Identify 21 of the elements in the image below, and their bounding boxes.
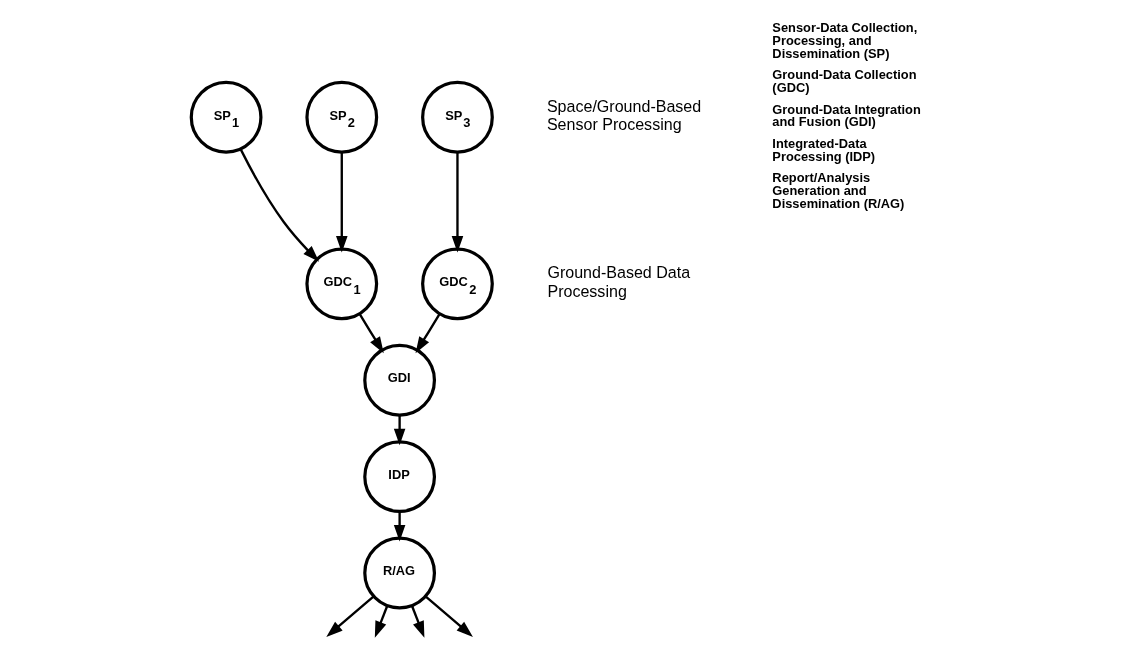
label: Integrated-Data Processing (IDP) bbox=[771, 135, 875, 164]
arrow bbox=[393, 511, 405, 542]
label: Ground-Data Collection (GDC) bbox=[771, 67, 917, 96]
label: Space/Ground-Based Sensor Processing bbox=[546, 96, 701, 134]
label: Report/Analysis Generation and Dissemination (R/AG) bbox=[771, 170, 904, 211]
arrow bbox=[374, 605, 388, 638]
arrow bbox=[393, 415, 405, 446]
arrow bbox=[451, 152, 463, 253]
arrow bbox=[325, 595, 374, 637]
label: Ground-Based Data Processing bbox=[546, 263, 690, 300]
node-circle: GDI bbox=[362, 343, 436, 417]
arrow bbox=[410, 605, 424, 638]
label: Sensor-Data Collection, Processing, and Dissemination (SP) bbox=[771, 20, 917, 61]
node-circle: R/AG bbox=[362, 536, 436, 610]
arrow bbox=[424, 595, 473, 637]
arrow bbox=[415, 313, 440, 354]
arrow bbox=[335, 152, 348, 253]
arrow bbox=[358, 313, 384, 354]
label: Ground-Data Integration and Fusion (GDI) bbox=[771, 101, 921, 130]
node-circle: IDP bbox=[362, 440, 436, 514]
arrow bbox=[239, 148, 319, 262]
